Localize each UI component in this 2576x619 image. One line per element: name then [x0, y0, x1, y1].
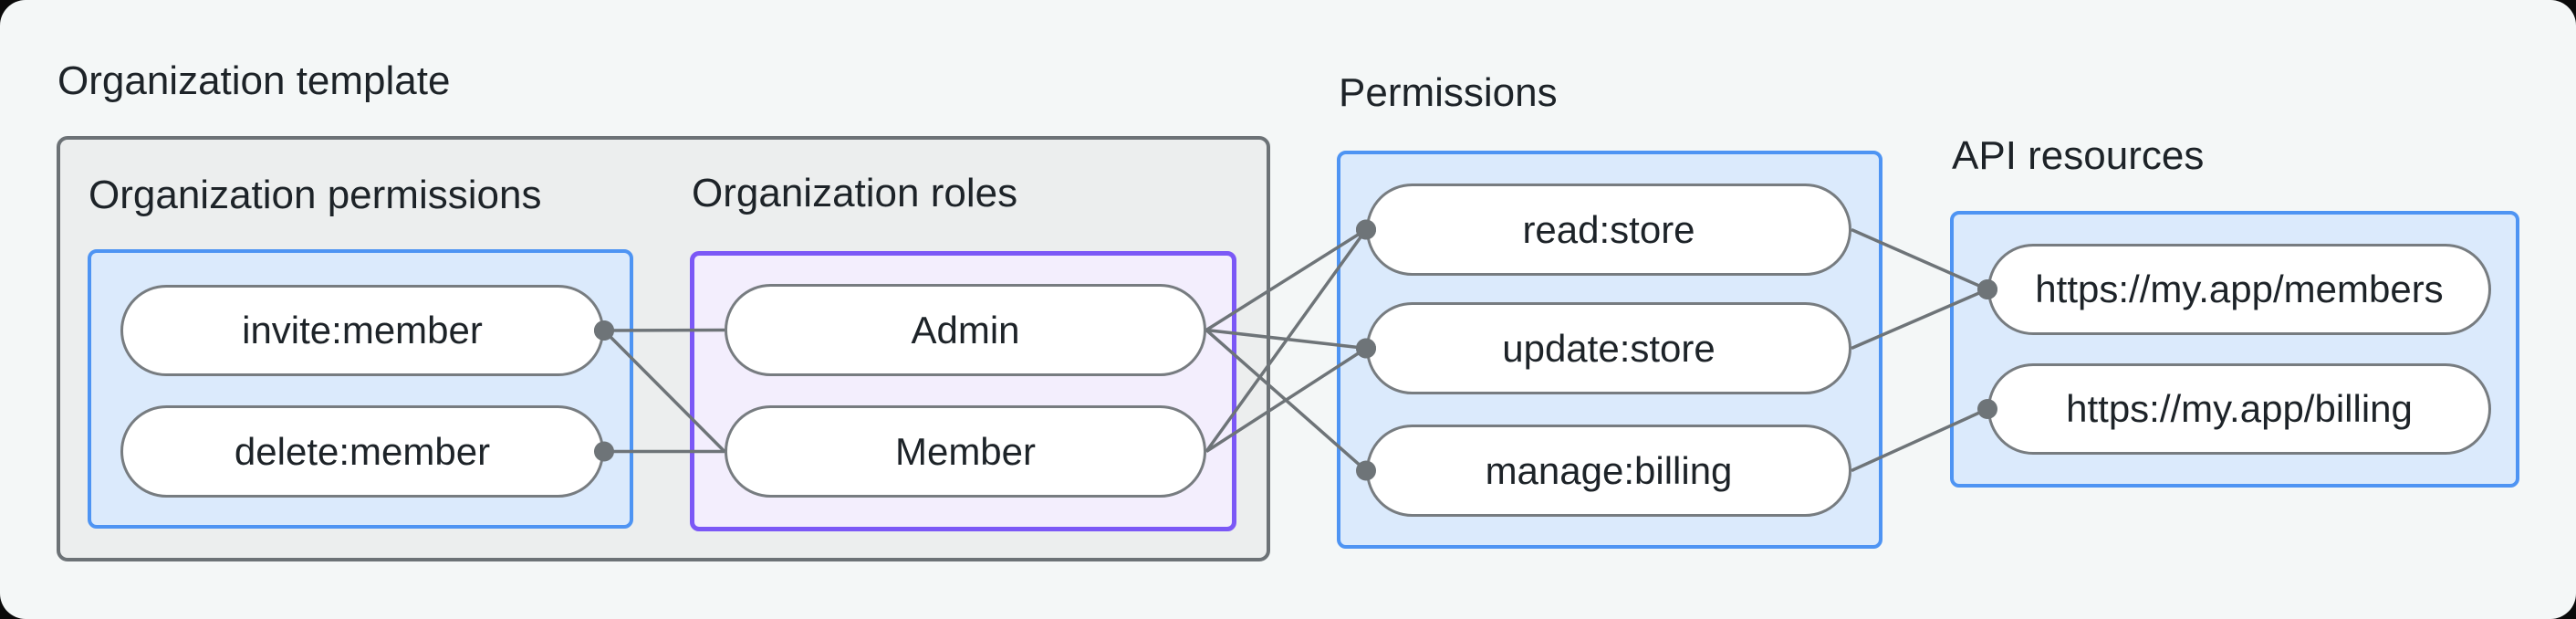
node-delete-member: delete:member	[120, 405, 604, 498]
node-update-store: update:store	[1366, 302, 1851, 394]
node-member-role: Member	[725, 405, 1206, 498]
org-template-title: Organization template	[57, 58, 451, 103]
permissions-title: Permissions	[1339, 70, 1558, 115]
api-resources-title: API resources	[1952, 133, 2205, 178]
org-permissions-title: Organization permissions	[89, 173, 542, 217]
node-admin-role: Admin	[725, 284, 1206, 376]
node-members-api-url: https://my.app/members	[1987, 244, 2491, 335]
node-invite-member: invite:member	[120, 285, 604, 376]
node-manage-billing: manage:billing	[1366, 425, 1851, 517]
node-billing-api-url: https://my.app/billing	[1987, 363, 2491, 455]
org-roles-title: Organization roles	[692, 171, 1018, 215]
node-read-store: read:store	[1366, 184, 1851, 276]
